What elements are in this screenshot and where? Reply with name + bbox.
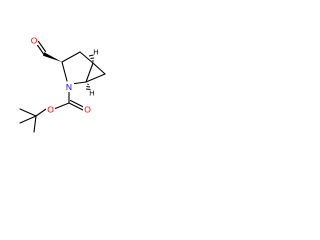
- bond-c4-c5: [79, 51, 94, 64]
- bond-c-o-ester: [53, 102, 70, 110]
- bond-c-o-double-2: [69, 99, 86, 109]
- bond-tbu-me3: [19, 115, 37, 124]
- bond-c-o-double-1: [68, 102, 84, 111]
- bond-n-c3: [61, 61, 68, 82]
- atom-h-top: H: [93, 48, 98, 57]
- bond-tbu-me2: [33, 115, 37, 133]
- structure-diagram: O N O O H H: [19, 36, 106, 133]
- bond-cho-double: [37, 40, 47, 53]
- bond-c5-c1: [85, 62, 94, 83]
- atom-n: N: [66, 82, 72, 92]
- atom-o-aldehyde: O: [31, 36, 38, 46]
- bond-tbu-me1: [19, 108, 37, 117]
- hashed-bond-c5-h: [88, 54, 95, 62]
- bond-c5-c6: [92, 62, 106, 75]
- atom-o-carbonyl: O: [84, 105, 91, 115]
- atom-h-bottom: H: [89, 89, 94, 98]
- wedge-bond-c3-cho: [43, 52, 62, 62]
- atom-o-ester: O: [47, 105, 54, 115]
- bond-c3-c4: [61, 51, 81, 63]
- bond-o-tbu: [35, 108, 47, 117]
- hashed-bond-c1-h: [85, 83, 91, 90]
- bond-c6-c1: [85, 73, 106, 83]
